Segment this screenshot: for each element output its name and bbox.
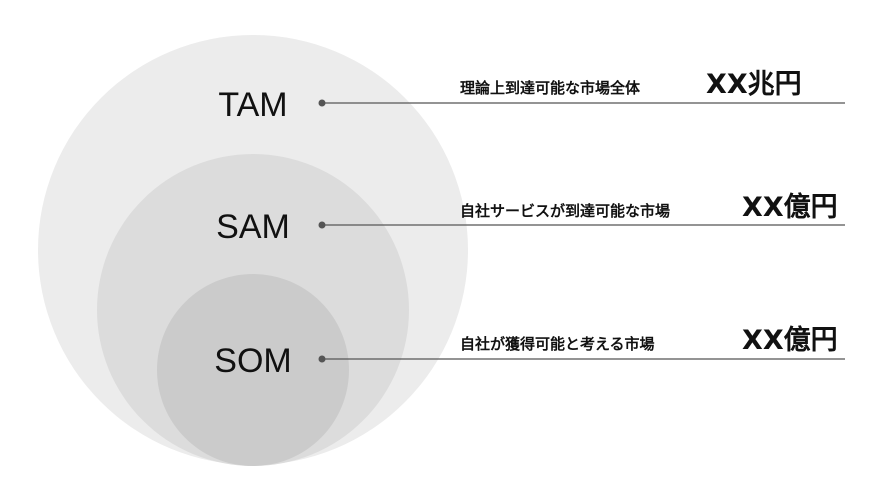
som-description: 自社が獲得可能と考える市場	[460, 335, 655, 353]
sam-value: XX億円	[742, 192, 838, 223]
som-circle	[157, 274, 349, 466]
som-value: XX億円	[742, 325, 838, 356]
som-label: SOM	[214, 342, 291, 380]
sam-label: SAM	[216, 208, 290, 246]
tam-label: TAM	[218, 86, 287, 124]
tam-description: 理論上到達可能な市場全体	[460, 79, 641, 97]
sam-description: 自社サービスが到達可能な市場	[460, 202, 670, 220]
tam-value: XX兆円	[706, 69, 802, 100]
